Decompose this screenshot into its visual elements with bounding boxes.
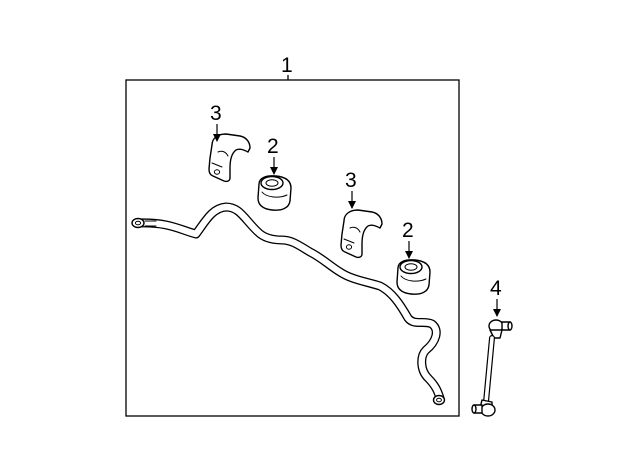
bracket-a-icon: [208, 133, 251, 183]
bushing-b-icon: [396, 259, 431, 295]
callout-3-a: 3: [210, 102, 222, 125]
callout-3-b: 3: [345, 169, 357, 192]
callout-2-b: 2: [402, 219, 414, 242]
stabilizer-bar: [131, 202, 446, 406]
assembly-frame: [125, 79, 460, 417]
bar-end-right-icon: [432, 394, 446, 406]
callout-2-a: 2: [267, 135, 279, 158]
callout-1: 1: [281, 54, 293, 77]
stabilizer-link-icon: [471, 319, 513, 417]
callout-4: 4: [490, 277, 502, 300]
bar-end-left-icon: [131, 217, 145, 229]
bracket-b-icon: [340, 209, 383, 259]
bushing-a-icon: [257, 175, 292, 211]
